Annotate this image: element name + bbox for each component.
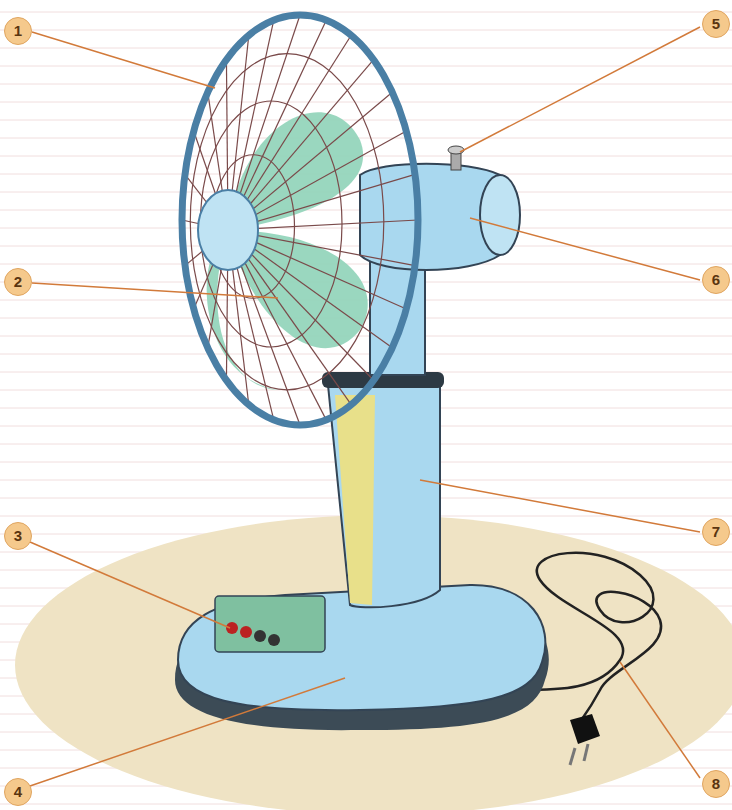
plug-pin xyxy=(584,744,588,761)
callout-number: 2 xyxy=(4,268,32,296)
leader-line xyxy=(30,542,230,628)
ruled-line xyxy=(0,336,732,337)
button xyxy=(268,634,280,646)
leader-line xyxy=(32,32,215,88)
leader-line xyxy=(420,480,700,532)
button xyxy=(240,626,252,638)
fan-stand xyxy=(328,385,440,607)
oscillation-knob-top xyxy=(448,146,464,154)
guard-rim xyxy=(182,15,418,425)
fan-guard xyxy=(182,15,418,425)
callout-number: 3 xyxy=(4,522,32,550)
plug xyxy=(570,714,600,744)
leader-line xyxy=(460,27,700,152)
ruled-line xyxy=(0,102,732,103)
leader-line xyxy=(32,283,278,298)
ruled-line xyxy=(0,264,732,265)
guard-ring xyxy=(190,54,384,390)
ruled-line xyxy=(0,282,732,283)
ruled-line xyxy=(0,120,732,121)
ruled-line xyxy=(0,138,732,139)
leader-line xyxy=(620,662,700,778)
ruled-line xyxy=(0,30,732,31)
ruled-line xyxy=(0,156,732,157)
plug-pin xyxy=(570,748,575,765)
callout-number: 5 xyxy=(702,10,730,38)
leader-line xyxy=(470,218,700,280)
callout-number: 6 xyxy=(702,266,730,294)
ruled-line xyxy=(0,12,732,13)
leader-lines xyxy=(30,27,700,786)
ruled-line xyxy=(0,84,732,85)
callout-number: 7 xyxy=(702,518,730,546)
ruled-line xyxy=(0,66,732,67)
callout-number: 1 xyxy=(4,17,32,45)
callout-number: 8 xyxy=(702,770,730,798)
callout-number: 4 xyxy=(4,778,32,806)
button xyxy=(226,622,238,634)
stand-panel xyxy=(335,395,375,605)
guard-hub xyxy=(198,190,258,270)
motor-back xyxy=(480,175,520,255)
control-panel xyxy=(215,596,325,652)
leader-line xyxy=(30,678,345,786)
ruled-line xyxy=(0,354,732,355)
button xyxy=(254,630,266,642)
